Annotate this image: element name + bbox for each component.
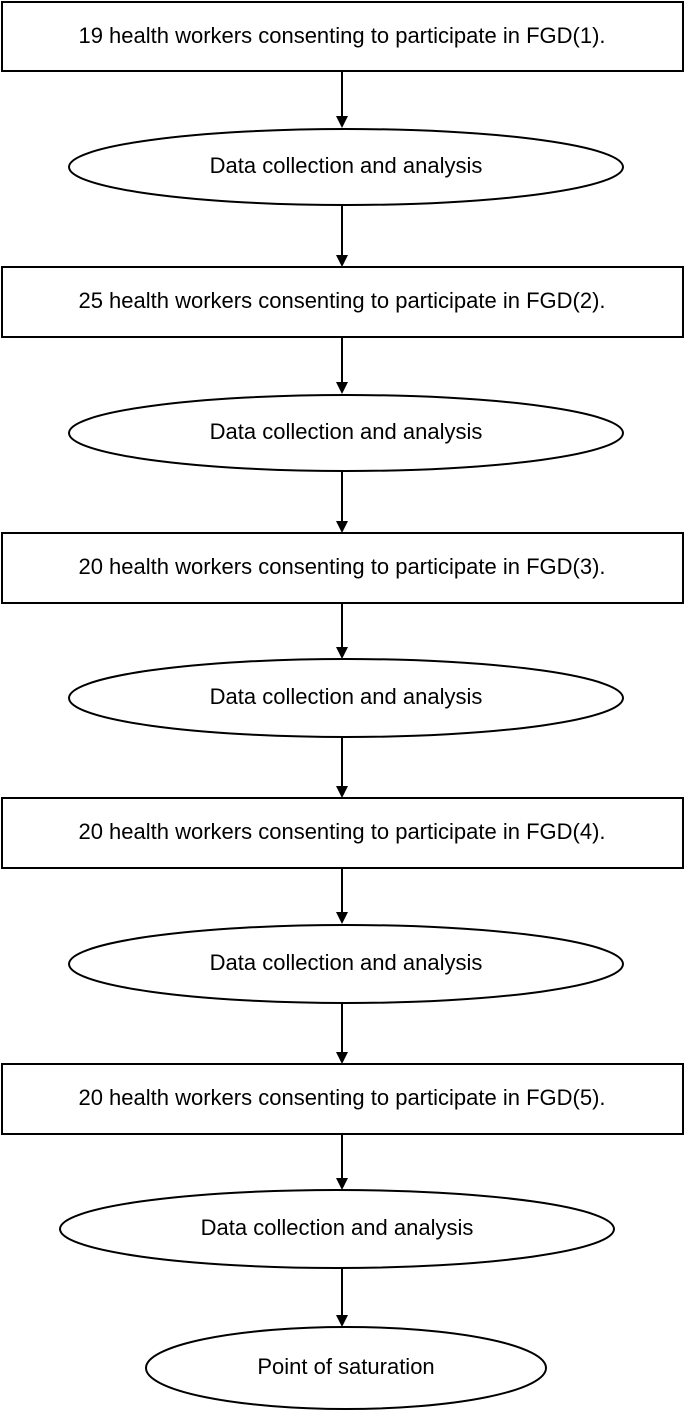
step-ellipse-6 (68, 658, 624, 738)
step-label-6: Data collection and analysis (210, 684, 483, 709)
step-label-2: Data collection and analysis (210, 153, 483, 178)
step-box-9 (1, 1063, 684, 1135)
step-ellipse-8 (68, 924, 624, 1004)
step-ellipse-4 (68, 394, 624, 472)
step-ellipse-11 (145, 1326, 547, 1410)
step-label-10: Data collection and analysis (201, 1215, 474, 1240)
step-label-3: 25 health workers consenting to particip… (78, 288, 605, 313)
step-label-1: 19 health workers consenting to particip… (78, 23, 605, 48)
step-label-9: 20 health workers consenting to particip… (78, 1085, 605, 1110)
step-label-4: Data collection and analysis (210, 419, 483, 444)
step-label-5: 20 health workers consenting to particip… (78, 554, 605, 579)
step-label-8: Data collection and analysis (210, 950, 483, 975)
step-ellipse-2 (68, 128, 624, 206)
step-box-1 (1, 1, 684, 72)
step-ellipse-10 (59, 1189, 615, 1269)
step-label-7: 20 health workers consenting to particip… (78, 819, 605, 844)
step-label-11: Point of saturation (257, 1354, 434, 1379)
step-box-7 (1, 797, 684, 869)
